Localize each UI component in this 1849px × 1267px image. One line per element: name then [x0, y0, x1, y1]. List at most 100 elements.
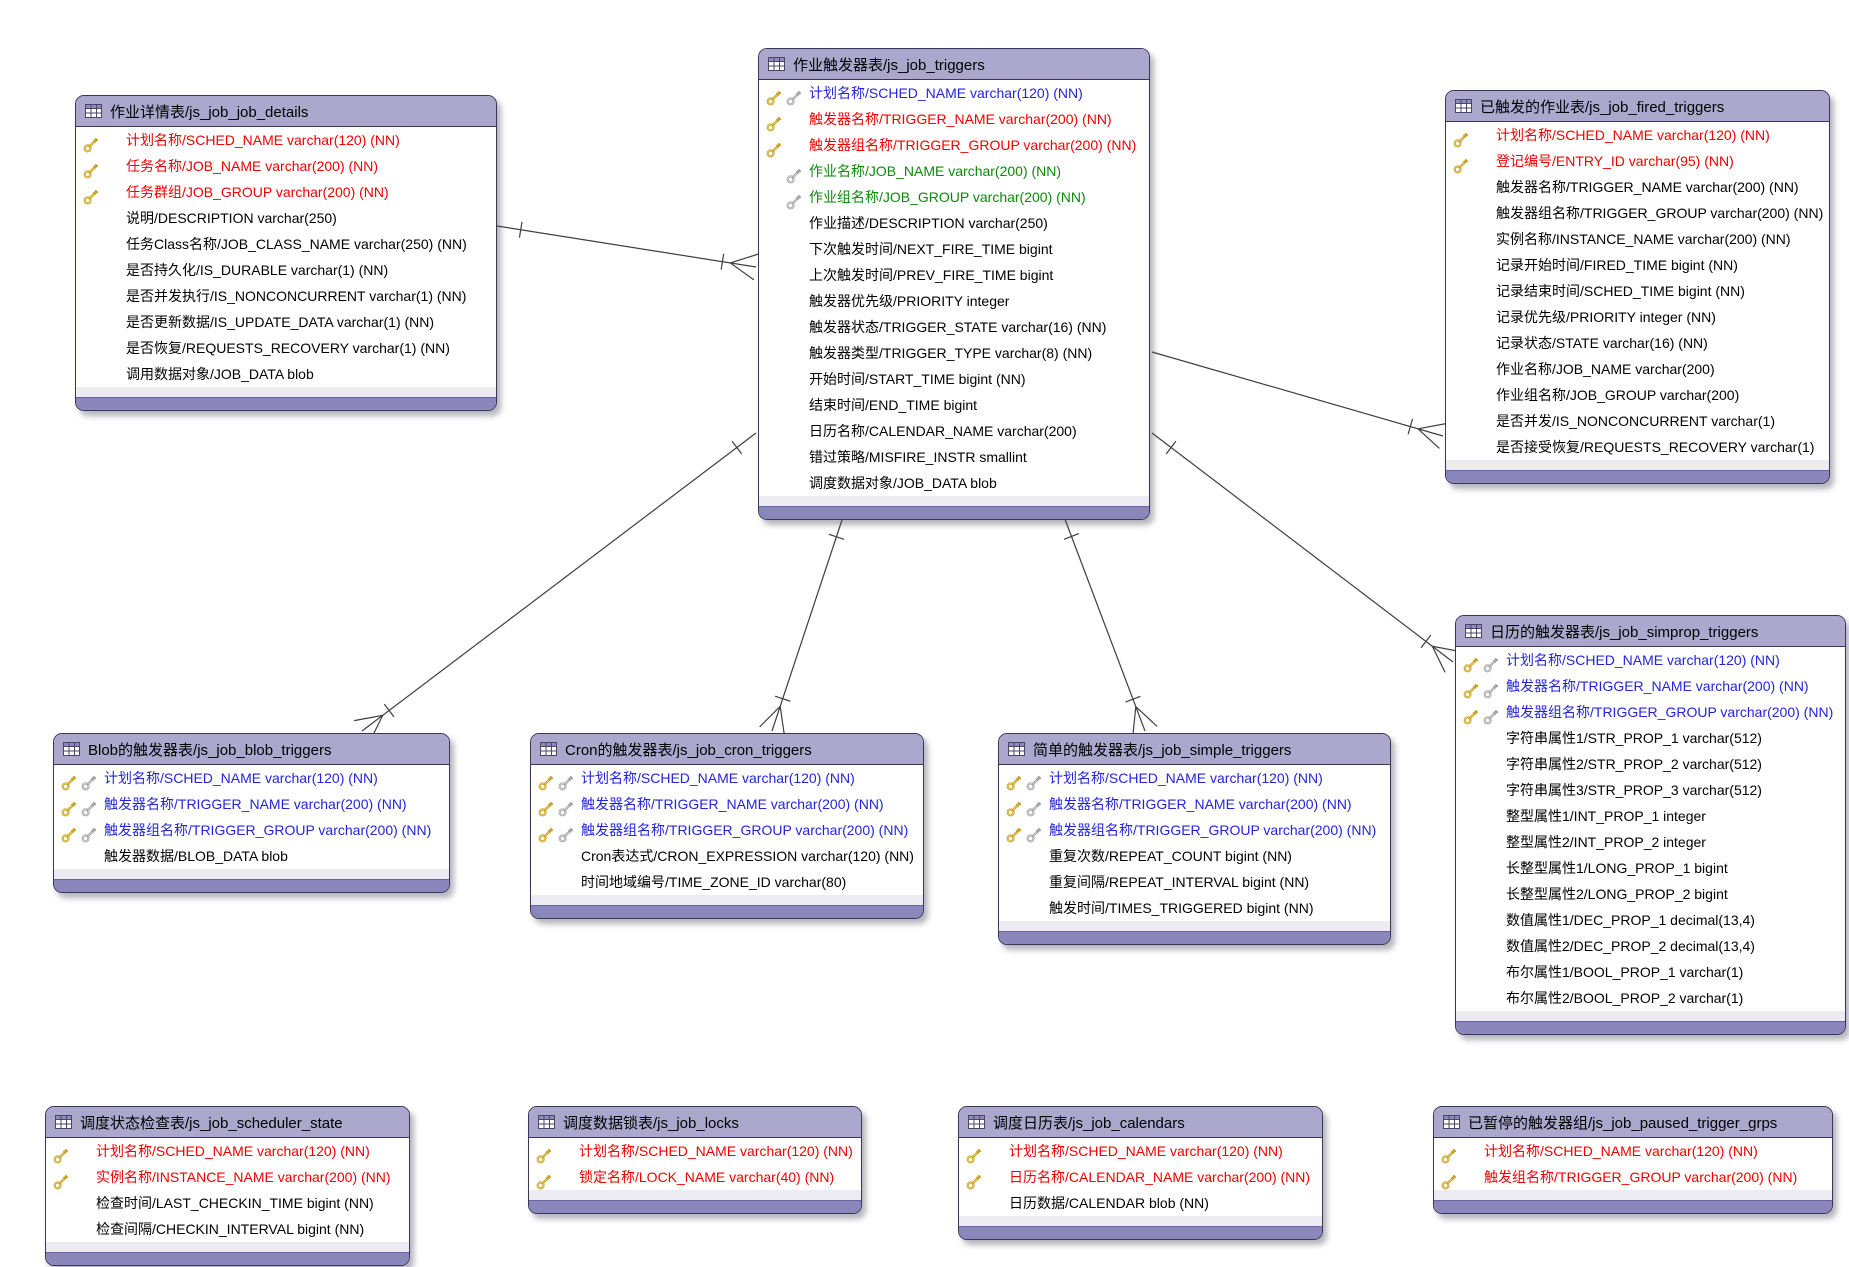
column-row: 触发器类型/TRIGGER_TYPE varchar(8) (NN): [759, 340, 1149, 366]
column-row: 上次触发时间/PREV_FIRE_TIME bigint: [759, 262, 1149, 288]
table-header-calendars[interactable]: 调度日历表/js_job_calendars: [959, 1107, 1322, 1138]
column-label: 触发器组名称/TRIGGER_GROUP varchar(200) (NN): [581, 822, 909, 838]
column-row: 计划名称/SCHED_NAME varchar(120) (NN): [1434, 1138, 1832, 1164]
table-header-blob_triggers[interactable]: Blob的触发器表/js_job_blob_triggers: [54, 734, 449, 765]
column-label: 重复次数/REPEAT_COUNT bigint (NN): [1049, 848, 1292, 864]
table-simprop_triggers[interactable]: 日历的触发器表/js_job_simprop_triggers 计划名称/SCHE…: [1455, 615, 1846, 1035]
column-row: 任务名称/JOB_NAME varchar(200) (NN): [76, 153, 496, 179]
column-label: 锁定名称/LOCK_NAME varchar(40) (NN): [579, 1169, 835, 1185]
table-locks[interactable]: 调度数据锁表/js_job_locks 计划名称/SCHED_NAME varch…: [528, 1106, 862, 1214]
column-label: 结束时间/END_TIME bigint: [809, 397, 978, 413]
column-row: 检查间隔/CHECKIN_INTERVAL bigint (NN): [46, 1216, 409, 1242]
column-label: 作业名称/JOB_NAME varchar(200): [1496, 361, 1715, 377]
column-row: 布尔属性2/BOOL_PROP_2 varchar(1): [1456, 985, 1845, 1011]
column-row: 是否并发执行/IS_NONCONCURRENT varchar(1) (NN): [76, 283, 496, 309]
column-row: 触发器组名称/TRIGGER_GROUP varchar(200) (NN): [1456, 699, 1845, 725]
table-header-simple_triggers[interactable]: 简单的触发器表/js_job_simple_triggers: [999, 734, 1390, 765]
column-label: 触发器名称/TRIGGER_NAME varchar(200) (NN): [1506, 678, 1809, 694]
column-label: 记录状态/STATE varchar(16) (NN): [1496, 335, 1708, 351]
column-label: 调度数据对象/JOB_DATA blob: [809, 475, 997, 491]
column-row: 触发器名称/TRIGGER_NAME varchar(200) (NN): [1456, 673, 1845, 699]
column-row: 计划名称/SCHED_NAME varchar(120) (NN): [54, 765, 449, 791]
table-blob_triggers[interactable]: Blob的触发器表/js_job_blob_triggers 计划名称/SCHED…: [53, 733, 450, 893]
column-row: 日历名称/CALENDAR_NAME varchar(200) (NN): [959, 1164, 1322, 1190]
relationship-triggers-simple_triggers: [1062, 513, 1158, 736]
table-title: 作业触发器表/js_job_triggers: [793, 56, 985, 74]
column-row: 数值属性2/DEC_PROP_2 decimal(13,4): [1456, 933, 1845, 959]
column-row: 触发组名称/TRIGGER_GROUP varchar(200) (NN): [1434, 1164, 1832, 1190]
table-header-fired_triggers[interactable]: 已触发的作业表/js_job_fired_triggers: [1446, 91, 1829, 122]
primary-key-icon: [966, 1149, 981, 1164]
column-row: 日历数据/CALENDAR blob (NN): [959, 1190, 1322, 1216]
table-header-scheduler_state[interactable]: 调度状态检查表/js_job_scheduler_state: [46, 1107, 409, 1138]
primary-key-icon: [83, 138, 98, 153]
table-header-simprop_triggers[interactable]: 日历的触发器表/js_job_simprop_triggers: [1456, 616, 1845, 647]
primary-key-icon: [1441, 1149, 1456, 1164]
column-label: Cron表达式/CRON_EXPRESSION varchar(120) (NN…: [581, 848, 914, 864]
table-footer-bar: [1434, 1200, 1832, 1213]
column-label: 布尔属性2/BOOL_PROP_2 varchar(1): [1506, 990, 1744, 1006]
column-row: 触发器组名称/TRIGGER_GROUP varchar(200) (NN): [759, 132, 1149, 158]
column-label: 触发器名称/TRIGGER_NAME varchar(200) (NN): [809, 111, 1112, 127]
column-label: 计划名称/SCHED_NAME varchar(120) (NN): [581, 770, 855, 786]
column-label: 重复间隔/REPEAT_INTERVAL bigint (NN): [1049, 874, 1310, 890]
table-grid-icon: [85, 104, 102, 118]
column-label: 计划名称/SCHED_NAME varchar(120) (NN): [1506, 652, 1780, 668]
table-header-locks[interactable]: 调度数据锁表/js_job_locks: [529, 1107, 861, 1138]
column-row: 触发器名称/TRIGGER_NAME varchar(200) (NN): [759, 106, 1149, 132]
column-label: 长整型属性1/LONG_PROP_1 bigint: [1506, 860, 1728, 876]
table-grid-icon: [968, 1115, 985, 1129]
column-label: 任务群组/JOB_GROUP varchar(200) (NN): [126, 184, 389, 200]
table-header-job_details[interactable]: 作业详情表/js_job_job_details: [76, 96, 496, 127]
column-row: 长整型属性2/LONG_PROP_2 bigint: [1456, 881, 1845, 907]
column-label: 记录结束时间/SCHED_TIME bigint (NN): [1496, 283, 1745, 299]
primary-key-icon: [1463, 658, 1478, 673]
column-row: 锁定名称/LOCK_NAME varchar(40) (NN): [529, 1164, 861, 1190]
column-label: 实例名称/INSTANCE_NAME varchar(200) (NN): [96, 1169, 391, 1185]
table-title: Blob的触发器表/js_job_blob_triggers: [88, 741, 332, 759]
table-title: 作业详情表/js_job_job_details: [110, 103, 309, 121]
column-row: 时间地域编号/TIME_ZONE_ID varchar(80): [531, 869, 923, 895]
column-label: 计划名称/SCHED_NAME varchar(120) (NN): [579, 1143, 853, 1159]
column-row: 登记编号/ENTRY_ID varchar(95) (NN): [1446, 148, 1829, 174]
primary-key-icon: [766, 143, 781, 158]
column-row: 触发器组名称/TRIGGER_GROUP varchar(200) (NN): [1446, 200, 1829, 226]
column-label: 字符串属性2/STR_PROP_2 varchar(512): [1506, 756, 1762, 772]
column-row: 说明/DESCRIPTION varchar(250): [76, 205, 496, 231]
column-label: 触发器状态/TRIGGER_STATE varchar(16) (NN): [809, 319, 1107, 335]
table-header-cron_triggers[interactable]: Cron的触发器表/js_job_cron_triggers: [531, 734, 923, 765]
foreign-key-icon: [558, 776, 573, 791]
table-scheduler_state[interactable]: 调度状态检查表/js_job_scheduler_state 计划名称/SCHED…: [45, 1106, 410, 1266]
column-row: 字符串属性1/STR_PROP_1 varchar(512): [1456, 725, 1845, 751]
column-label: 触发时间/TIMES_TRIGGERED bigint (NN): [1049, 900, 1314, 916]
column-label: 触发器组名称/TRIGGER_GROUP varchar(200) (NN): [1496, 205, 1824, 221]
column-row: 触发器组名称/TRIGGER_GROUP varchar(200) (NN): [54, 817, 449, 843]
column-label: 日历数据/CALENDAR blob (NN): [1009, 1195, 1209, 1211]
column-row: 触发器名称/TRIGGER_NAME varchar(200) (NN): [54, 791, 449, 817]
column-row: 作业组名称/JOB_GROUP varchar(200) (NN): [759, 184, 1149, 210]
table-grid-icon: [63, 742, 80, 756]
column-row: 检查时间/LAST_CHECKIN_TIME bigint (NN): [46, 1190, 409, 1216]
primary-key-icon: [536, 1175, 551, 1190]
foreign-key-icon: [1026, 802, 1041, 817]
relationship-triggers-fired_triggers: [1151, 351, 1447, 449]
column-row: 实例名称/INSTANCE_NAME varchar(200) (NN): [1446, 226, 1829, 252]
column-row: 结束时间/END_TIME bigint: [759, 392, 1149, 418]
primary-key-icon: [538, 828, 553, 843]
column-label: 计划名称/SCHED_NAME varchar(120) (NN): [96, 1143, 370, 1159]
table-header-triggers[interactable]: 作业触发器表/js_job_triggers: [759, 49, 1149, 80]
column-row: 调用数据对象/JOB_DATA blob: [76, 361, 496, 387]
table-header-paused_trigger_grps[interactable]: 已暂停的触发器组/js_job_paused_trigger_grps: [1434, 1107, 1832, 1138]
table-grid-icon: [768, 57, 785, 71]
table-footer-strip: [1434, 1190, 1832, 1200]
column-row: 布尔属性1/BOOL_PROP_1 varchar(1): [1456, 959, 1845, 985]
table-footer-strip: [959, 1216, 1322, 1226]
column-row: 作业描述/DESCRIPTION varchar(250): [759, 210, 1149, 236]
table-cron_triggers[interactable]: Cron的触发器表/js_job_cron_triggers 计划名称/SCHED…: [530, 733, 924, 919]
